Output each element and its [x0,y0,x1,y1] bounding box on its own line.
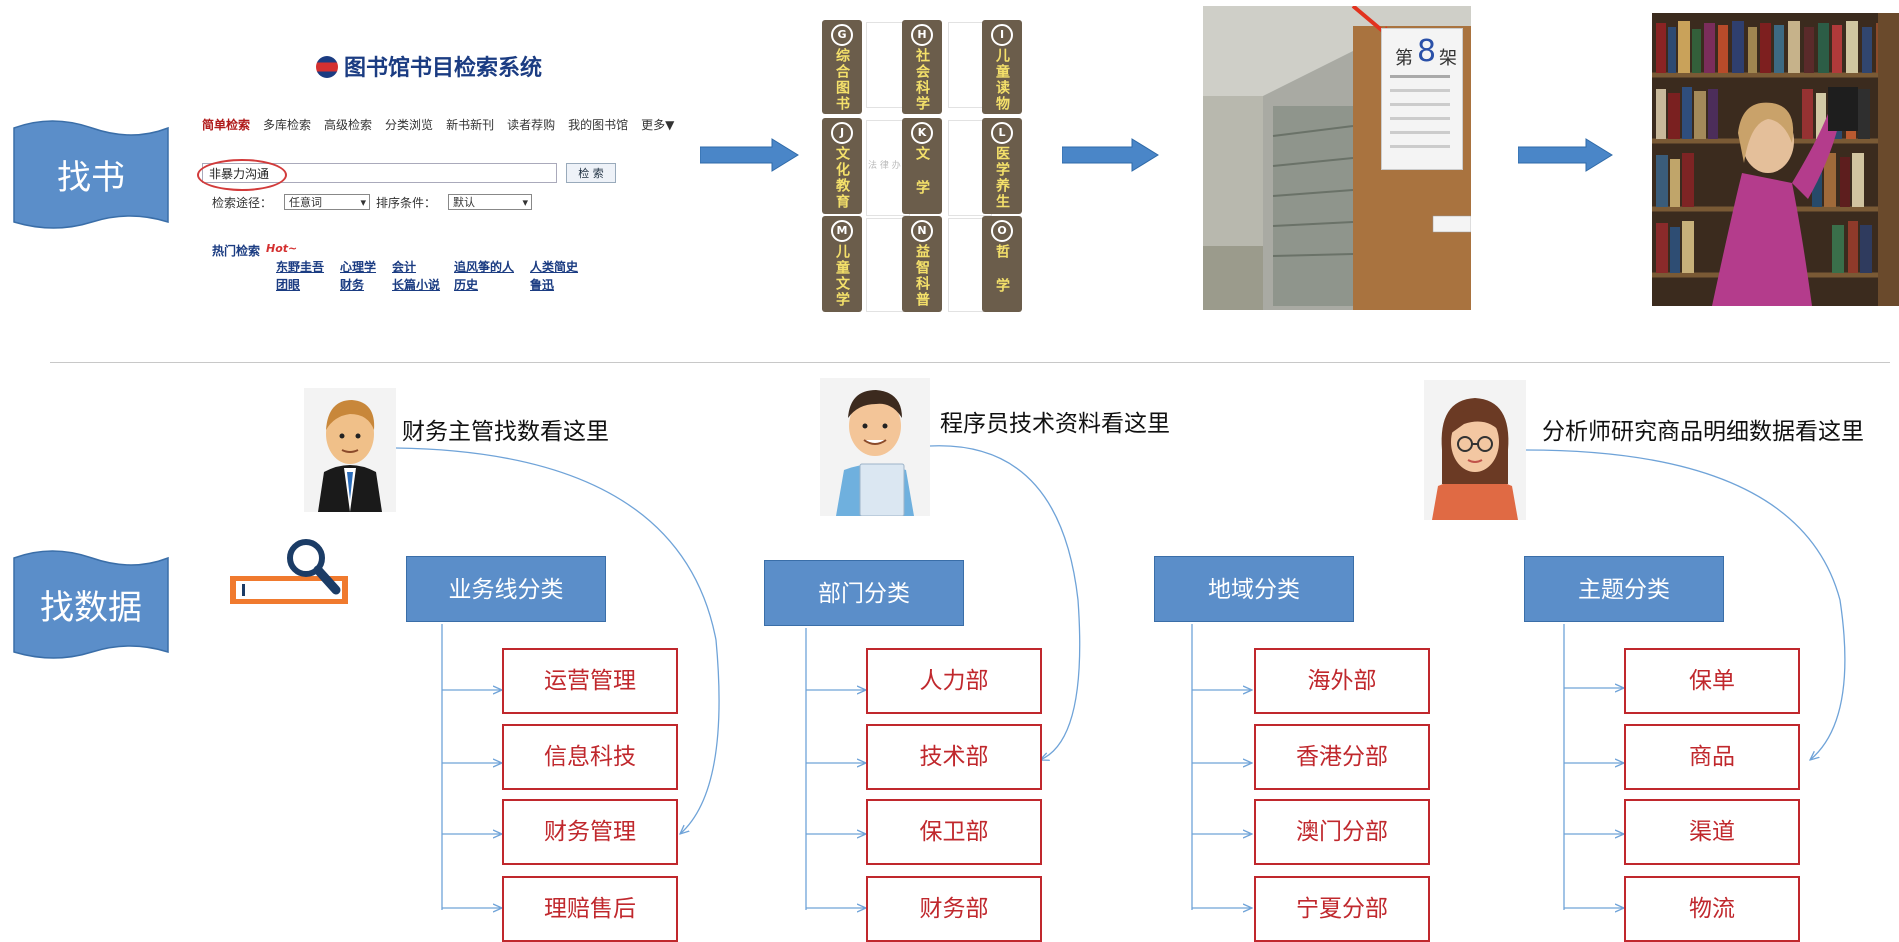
library-search-button[interactable]: 检 索 [566,163,616,183]
manager-avatar-icon [304,388,396,512]
nav-new-books[interactable]: 新书新刊 [446,118,495,132]
hot-search-label: 热门检索 [212,244,261,258]
category-item[interactable]: 运营管理 [502,648,678,714]
hot-item[interactable]: 历史 [454,278,479,292]
sort-label: 排序条件： [376,196,437,210]
category-item[interactable]: 技术部 [866,724,1042,790]
hot-item[interactable]: 追风筝的人 [454,260,515,274]
category-item[interactable]: 澳门分部 [1254,799,1430,865]
programmer-avatar-icon [820,378,930,516]
sign-number: 8 [1417,34,1437,69]
category-item[interactable]: 财务管理 [502,799,678,865]
flow-arrow-icon [1062,138,1159,172]
path-select[interactable]: 任意词 [284,194,370,210]
find-book-banner: 找书 [12,118,170,236]
hot-item[interactable]: 团眼 [276,278,301,292]
category-item[interactable]: 渠道 [1624,799,1800,865]
find-data-banner: 找数据 [12,548,170,666]
category-item[interactable]: 商品 [1624,724,1800,790]
hot-item[interactable]: 会计 [392,260,417,274]
category-header-department[interactable]: 部门分类 [764,560,964,626]
library-logo-icon [316,56,338,78]
category-item[interactable]: 保单 [1624,648,1800,714]
hot-item[interactable]: 财务 [340,278,365,292]
search-bar-magnifier-icon [230,539,348,604]
analyst-avatar-icon [1424,380,1526,520]
persona-caption-manager: 财务主管找数看这里 [402,419,609,445]
category-item[interactable]: 理赔售后 [502,876,678,942]
girl-bookshelf-photo [1652,13,1899,306]
hot-item[interactable]: 东野圭吾 [276,260,325,274]
section-divider [50,362,1890,363]
library-nav: 简单检索 多库检索 高级检索 分类浏览 新书新刊 读者荐购 我的图书馆 更多▼ [202,116,674,133]
nav-category-browse[interactable]: 分类浏览 [385,118,434,132]
category-item[interactable]: 信息科技 [502,724,678,790]
nav-my-library[interactable]: 我的图书馆 [568,118,629,132]
shelf-sign [1381,28,1463,170]
category-header-business-line[interactable]: 业务线分类 [406,556,606,622]
library-title: 图书馆书目检索系统 [344,55,543,81]
persona-caption-analyst: 分析师研究商品明细数据看这里 [1542,419,1864,445]
path-label: 检索途径： [212,196,273,210]
hot-item[interactable]: 长篇小说 [392,278,441,292]
nav-more[interactable]: 更多▼ [641,118,675,132]
category-item[interactable]: 香港分部 [1254,724,1430,790]
nav-simple-search[interactable]: 简单检索 [202,118,251,132]
persona-caption-programmer: 程序员技术资料看这里 [940,411,1170,437]
nav-recommend[interactable]: 读者荐购 [507,118,556,132]
search-highlight-ring [197,159,287,191]
flow-arrow-icon [1518,138,1613,172]
shelf-faint-text: 法 律 办 学 [868,161,913,171]
flow-arrow-icon [700,138,799,172]
hot-item[interactable]: 心理学 [340,260,377,274]
sort-select[interactable]: 默认 [448,194,532,210]
category-item[interactable]: 人力部 [866,648,1042,714]
nav-multi-search[interactable]: 多库检索 [263,118,312,132]
hot-tag: Hot~ [266,242,298,255]
category-header-topic[interactable]: 主题分类 [1524,556,1724,622]
hot-item[interactable]: 鲁迅 [530,278,555,292]
category-item[interactable]: 财务部 [866,876,1042,942]
sign-suffix: 架 [1439,48,1457,69]
nav-advanced-search[interactable]: 高级检索 [324,118,373,132]
category-item[interactable]: 保卫部 [866,799,1042,865]
library-shelf-photo: 第 8 架 [1203,6,1471,310]
find-data-label: 找数据 [40,588,142,628]
sign-prefix: 第 [1395,48,1413,69]
hot-item[interactable]: 人类简史 [530,260,579,274]
category-header-region[interactable]: 地域分类 [1154,556,1354,622]
category-item[interactable]: 宁夏分部 [1254,876,1430,942]
category-item[interactable]: 物流 [1624,876,1800,942]
find-book-label: 找书 [57,158,125,198]
category-item[interactable]: 海外部 [1254,648,1430,714]
